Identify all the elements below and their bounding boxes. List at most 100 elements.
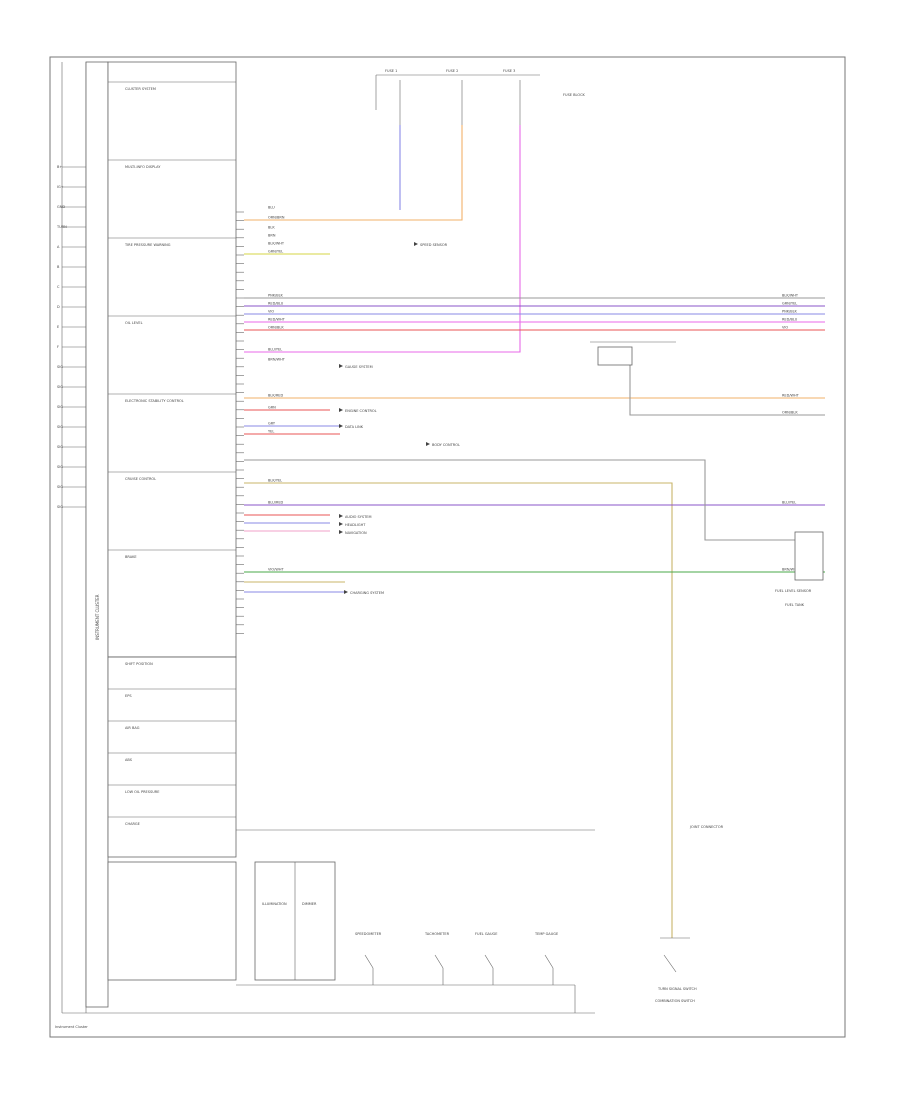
wire-label: BLU/RED — [268, 501, 284, 505]
left-pin: SIG — [57, 365, 63, 369]
bottom-box-1: ILLUMINATION — [262, 902, 287, 906]
connector-arrow — [426, 442, 430, 446]
internal-block-label: CRUISE CONTROL — [125, 477, 156, 481]
wire-label-right: BLU/YEL — [782, 501, 796, 505]
gauge-contact — [434, 954, 444, 969]
wire-label-right: PNK/BLK — [782, 310, 798, 314]
destination-label: BODY CONTROL — [432, 443, 460, 447]
wire-label-right: RED/WHT — [782, 394, 800, 398]
wire-label: ORN/BLK — [268, 326, 284, 330]
wire-label: VIO — [268, 310, 274, 314]
wire-orange — [244, 125, 463, 221]
gauge-contact — [544, 954, 554, 969]
internal-block-label: AIR BAG — [125, 726, 140, 730]
connector-arrow — [339, 530, 343, 534]
wire-label: ORN/BRN — [268, 216, 285, 220]
wire-label: BLK/YEL — [268, 479, 282, 483]
left-pin: F — [57, 345, 59, 349]
wire-magenta — [244, 125, 521, 353]
bottom-component-note: COMBINATION SWITCH — [655, 999, 695, 1003]
wire-label-right: RED/BLU — [782, 318, 798, 322]
left-pin: E — [57, 325, 59, 329]
fuel-sensor-box — [794, 531, 824, 581]
wire-label: BLU — [268, 206, 275, 210]
left-pin: B — [57, 265, 60, 269]
internal-block-label: MULTI-INFO DISPLAY — [125, 165, 161, 169]
bottom-component: TURN SIGNAL SWITCH COMBINATION SWITCH JO… — [655, 825, 724, 1003]
connector-arrow — [344, 590, 348, 594]
wire-label-right: GRN/YEL — [782, 302, 797, 306]
bottom-box-2: DIMMER — [302, 902, 317, 906]
destination-label: AUDIO SYSTEM — [345, 515, 372, 519]
upper-block-area — [107, 61, 237, 658]
wire-label: YEL — [268, 430, 274, 434]
internal-block-label: ELECTRONIC STABILITY CONTROL — [125, 399, 184, 403]
wire-label-right: BRN/WHT — [782, 568, 800, 572]
top-connector-3: FUSE 3 — [503, 69, 515, 73]
internal-block-label: LOW OIL PRESSURE — [125, 790, 159, 794]
connector-arrow — [339, 522, 343, 526]
bottom-mid-label: JOINT CONNECTOR — [689, 825, 724, 829]
left-pin: SIG — [57, 445, 63, 449]
internal-block-label: ABS — [125, 758, 133, 762]
left-pin: B+ — [57, 165, 62, 169]
destination-label: ENGINE CONTROL — [345, 409, 377, 413]
cluster-title: INSTRUMENT CLUSTER — [95, 594, 100, 640]
wire-label: VIO/WHT — [268, 568, 284, 572]
connector-arrow — [339, 364, 343, 368]
gauge-label: SPEEDOMETER — [355, 932, 382, 936]
gauge-label: FUEL GAUGE — [475, 932, 497, 936]
switch-arm — [663, 954, 677, 973]
wire-label: BRN/WHT — [268, 358, 286, 362]
connector-arrow — [414, 242, 418, 246]
gauge-contact — [364, 954, 374, 969]
left-pin: IG+ — [57, 185, 64, 189]
left-pin: SIG — [57, 425, 63, 429]
gauge-label: TEMP GAUGE — [534, 932, 558, 936]
footer-caption: Instrument Cluster — [55, 1025, 88, 1029]
wire-label: RED/BLU — [268, 302, 284, 306]
left-pin: GND — [57, 205, 65, 209]
wire-tan — [244, 482, 673, 938]
wire-label: BRN — [268, 234, 276, 238]
top-connector-2: FUSE 2 — [446, 69, 458, 73]
wire-gray-2 — [244, 459, 800, 541]
left-pin: SIG — [57, 505, 63, 509]
right-component-label: FUEL LEVEL SENSOR — [775, 589, 812, 593]
wire-label-right: BLK/WHT — [782, 294, 799, 298]
wire-label-right: ORN/BLK — [782, 411, 798, 415]
wire-label: RED/WHT — [268, 318, 286, 322]
internal-block-label: TIRE PRESSURE WARNING — [124, 243, 171, 247]
left-pin: D — [57, 305, 60, 309]
wire-gray-3 — [629, 365, 825, 416]
wire-label: GRN/YEL — [268, 250, 283, 254]
wire-label-list: BLUORN/BRNBLKBRNBLK/WHTGRN/YELPNK/BLKRED… — [268, 206, 800, 572]
right-component: FUEL LEVEL SENSOR FUEL TANK — [775, 531, 824, 607]
right-component-note: FUEL TANK — [785, 603, 805, 607]
left-pin: SIG — [57, 465, 63, 469]
bottom-component-label: TURN SIGNAL SWITCH — [657, 987, 697, 991]
cluster-label-bar — [85, 61, 109, 1008]
wire-label: GRY — [268, 422, 276, 426]
internal-block-label: EPS — [125, 694, 132, 698]
left-pin: SIG — [57, 485, 63, 489]
wire-label: GRN — [268, 406, 276, 410]
left-pin: C — [57, 285, 60, 289]
gauge-contact — [484, 954, 494, 969]
destination-label: NAVIGATION — [345, 531, 367, 535]
destination-label: DATA LINK — [345, 425, 364, 429]
colored-wires — [244, 125, 825, 938]
wire-label: BLU/YEL — [268, 348, 282, 352]
splice-box — [590, 341, 676, 366]
connector-arrow — [339, 424, 343, 428]
connector-arrow — [339, 408, 343, 412]
wire-label-right: VIO — [782, 326, 788, 330]
left-pin: SIG — [57, 385, 63, 389]
wire-label: BLK/WHT — [268, 242, 285, 246]
splice-connector — [597, 346, 633, 366]
top-right-note: FUSE BLOCK — [563, 93, 586, 97]
